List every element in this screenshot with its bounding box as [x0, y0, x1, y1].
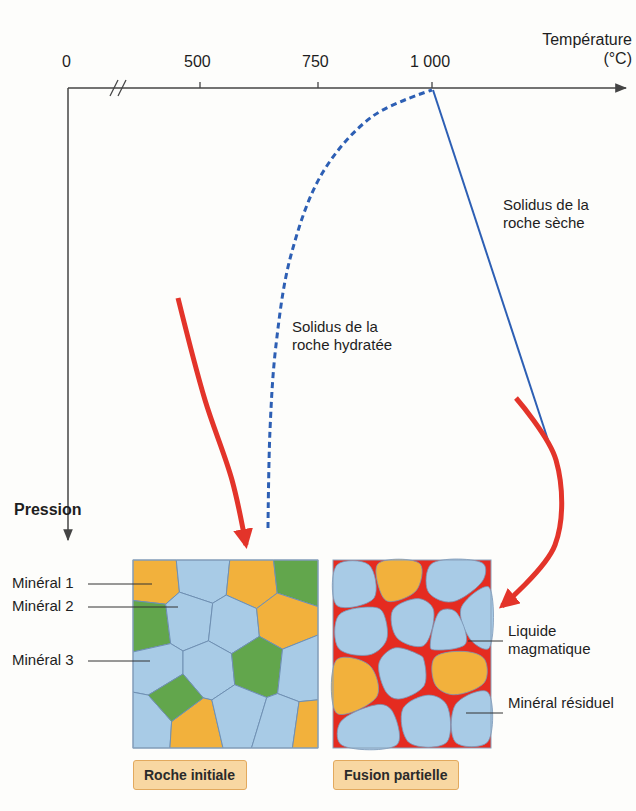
hydrated-solidus-curve	[268, 90, 432, 528]
residual-mineral	[379, 648, 426, 699]
temperature-axis	[68, 87, 626, 89]
pressure-axis	[67, 88, 69, 540]
part-label: Liquide magmatique	[508, 622, 616, 658]
curve-label: Solidus de la roche sèche	[503, 196, 613, 232]
axis-title: Pression	[14, 500, 82, 519]
mineral-grain	[278, 635, 318, 702]
residual-mineral	[451, 691, 492, 747]
curve-label: Solidus de la roche hydratée	[292, 318, 400, 354]
mineral-label: Minéral 3	[12, 651, 74, 669]
residual-mineral	[432, 651, 488, 694]
caption-box: Fusion partielle	[333, 760, 459, 790]
part-label: Minéral résiduel	[508, 694, 616, 712]
partial-melt-texture	[331, 559, 493, 750]
residual-mineral	[401, 695, 450, 747]
axis-break	[110, 80, 126, 96]
mineral-label: Minéral 1	[12, 574, 74, 592]
caption-box: Roche initiale	[133, 760, 247, 790]
axis-value: 750	[302, 52, 329, 71]
axis-value: 1 000	[410, 52, 450, 71]
dry-solidus-line	[433, 90, 548, 440]
caption-text: Fusion partielle	[344, 767, 448, 783]
axis-value: 500	[184, 52, 211, 71]
mineral-grain	[133, 560, 179, 604]
residual-mineral	[430, 609, 466, 650]
initial-rock-texture	[133, 560, 318, 748]
red-arrow	[502, 398, 562, 606]
residual-mineral	[335, 607, 388, 655]
mineral-grain	[292, 700, 318, 748]
axis-value: 0	[62, 52, 71, 71]
mineral-grain	[251, 694, 299, 748]
caption-text: Roche initiale	[144, 767, 236, 783]
mineral-label: Minéral 2	[12, 597, 74, 615]
mineral-grain	[148, 674, 203, 721]
residual-mineral	[337, 704, 399, 749]
residual-mineral	[332, 561, 376, 608]
red-arrow	[178, 298, 246, 545]
residual-mineral	[376, 559, 422, 602]
residual-mineral	[391, 599, 434, 647]
axis-ticks	[200, 82, 432, 88]
mineral-grain	[133, 601, 171, 652]
leader-lines	[88, 584, 503, 713]
axis-title: Température (°C)	[540, 30, 632, 68]
